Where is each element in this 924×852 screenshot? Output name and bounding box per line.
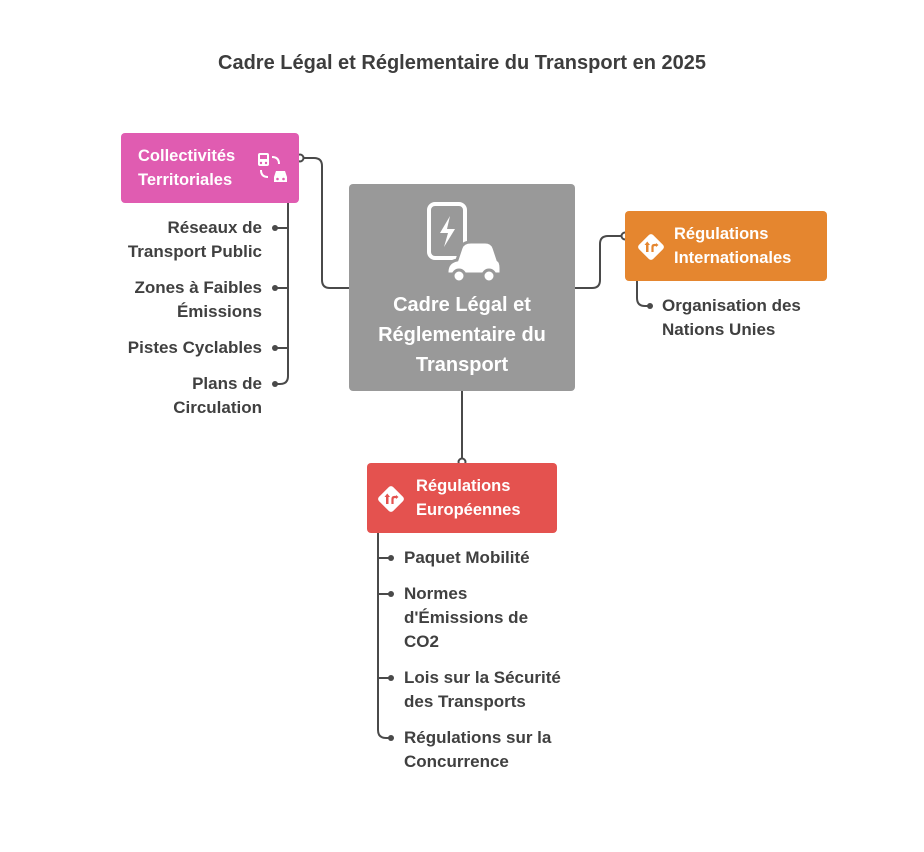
connector-internationales xyxy=(575,235,625,289)
branch-collectivites-territoriales: Collectivités Territoriales xyxy=(121,133,299,203)
list-item-pistes-cyclables: Pistes Cyclables xyxy=(127,338,262,357)
list-item-lois-securite-transports: Lois sur la Sécurité des Transports xyxy=(404,668,561,711)
branch-europeennes-label: Régulations Européennes xyxy=(416,477,521,519)
diagram-title: Cadre Légal et Réglementaire du Transpor… xyxy=(218,52,706,74)
connector-collectivites xyxy=(300,157,349,289)
branch-collectivites-label: Collectivités Territoriales xyxy=(138,147,236,189)
list-item-organisation-nations-unies: Organisation des Nations Unies xyxy=(662,296,801,339)
bracket-collectivites xyxy=(276,203,289,385)
bus-car-transfer-icon xyxy=(258,153,287,182)
electric-car-charging-icon xyxy=(427,202,501,284)
road-sign-icon xyxy=(638,234,664,260)
list-item-normes-emissions-co2: Normes d'Émissions de CO2 xyxy=(404,584,529,651)
list-item-plans-circulation: Plans de Circulation xyxy=(173,374,262,417)
road-sign-icon xyxy=(378,486,404,512)
list-item-paquet-mobilite: Paquet Mobilité xyxy=(404,548,530,567)
bracket-europeennes xyxy=(377,533,390,739)
list-item-reseaux-transport-public: Réseaux de Transport Public xyxy=(127,218,262,261)
central-topic-label: Cadre Légal et Réglementaire du Transpor… xyxy=(378,294,546,376)
branch-regulations-internationales: Régulations Internationales xyxy=(625,211,827,281)
central-topic-node: Cadre Légal et Réglementaire du Transpor… xyxy=(349,184,575,391)
branch-internationales-label: Régulations Internationales xyxy=(674,225,792,267)
list-item-zones-faibles-emissions: Zones à Faibles Émissions xyxy=(134,278,262,321)
bracket-internationales xyxy=(636,281,649,307)
list-item-regulations-concurrence: Régulations sur la Concurrence xyxy=(404,728,552,771)
branch-regulations-europeennes: Régulations Européennes xyxy=(367,463,557,533)
